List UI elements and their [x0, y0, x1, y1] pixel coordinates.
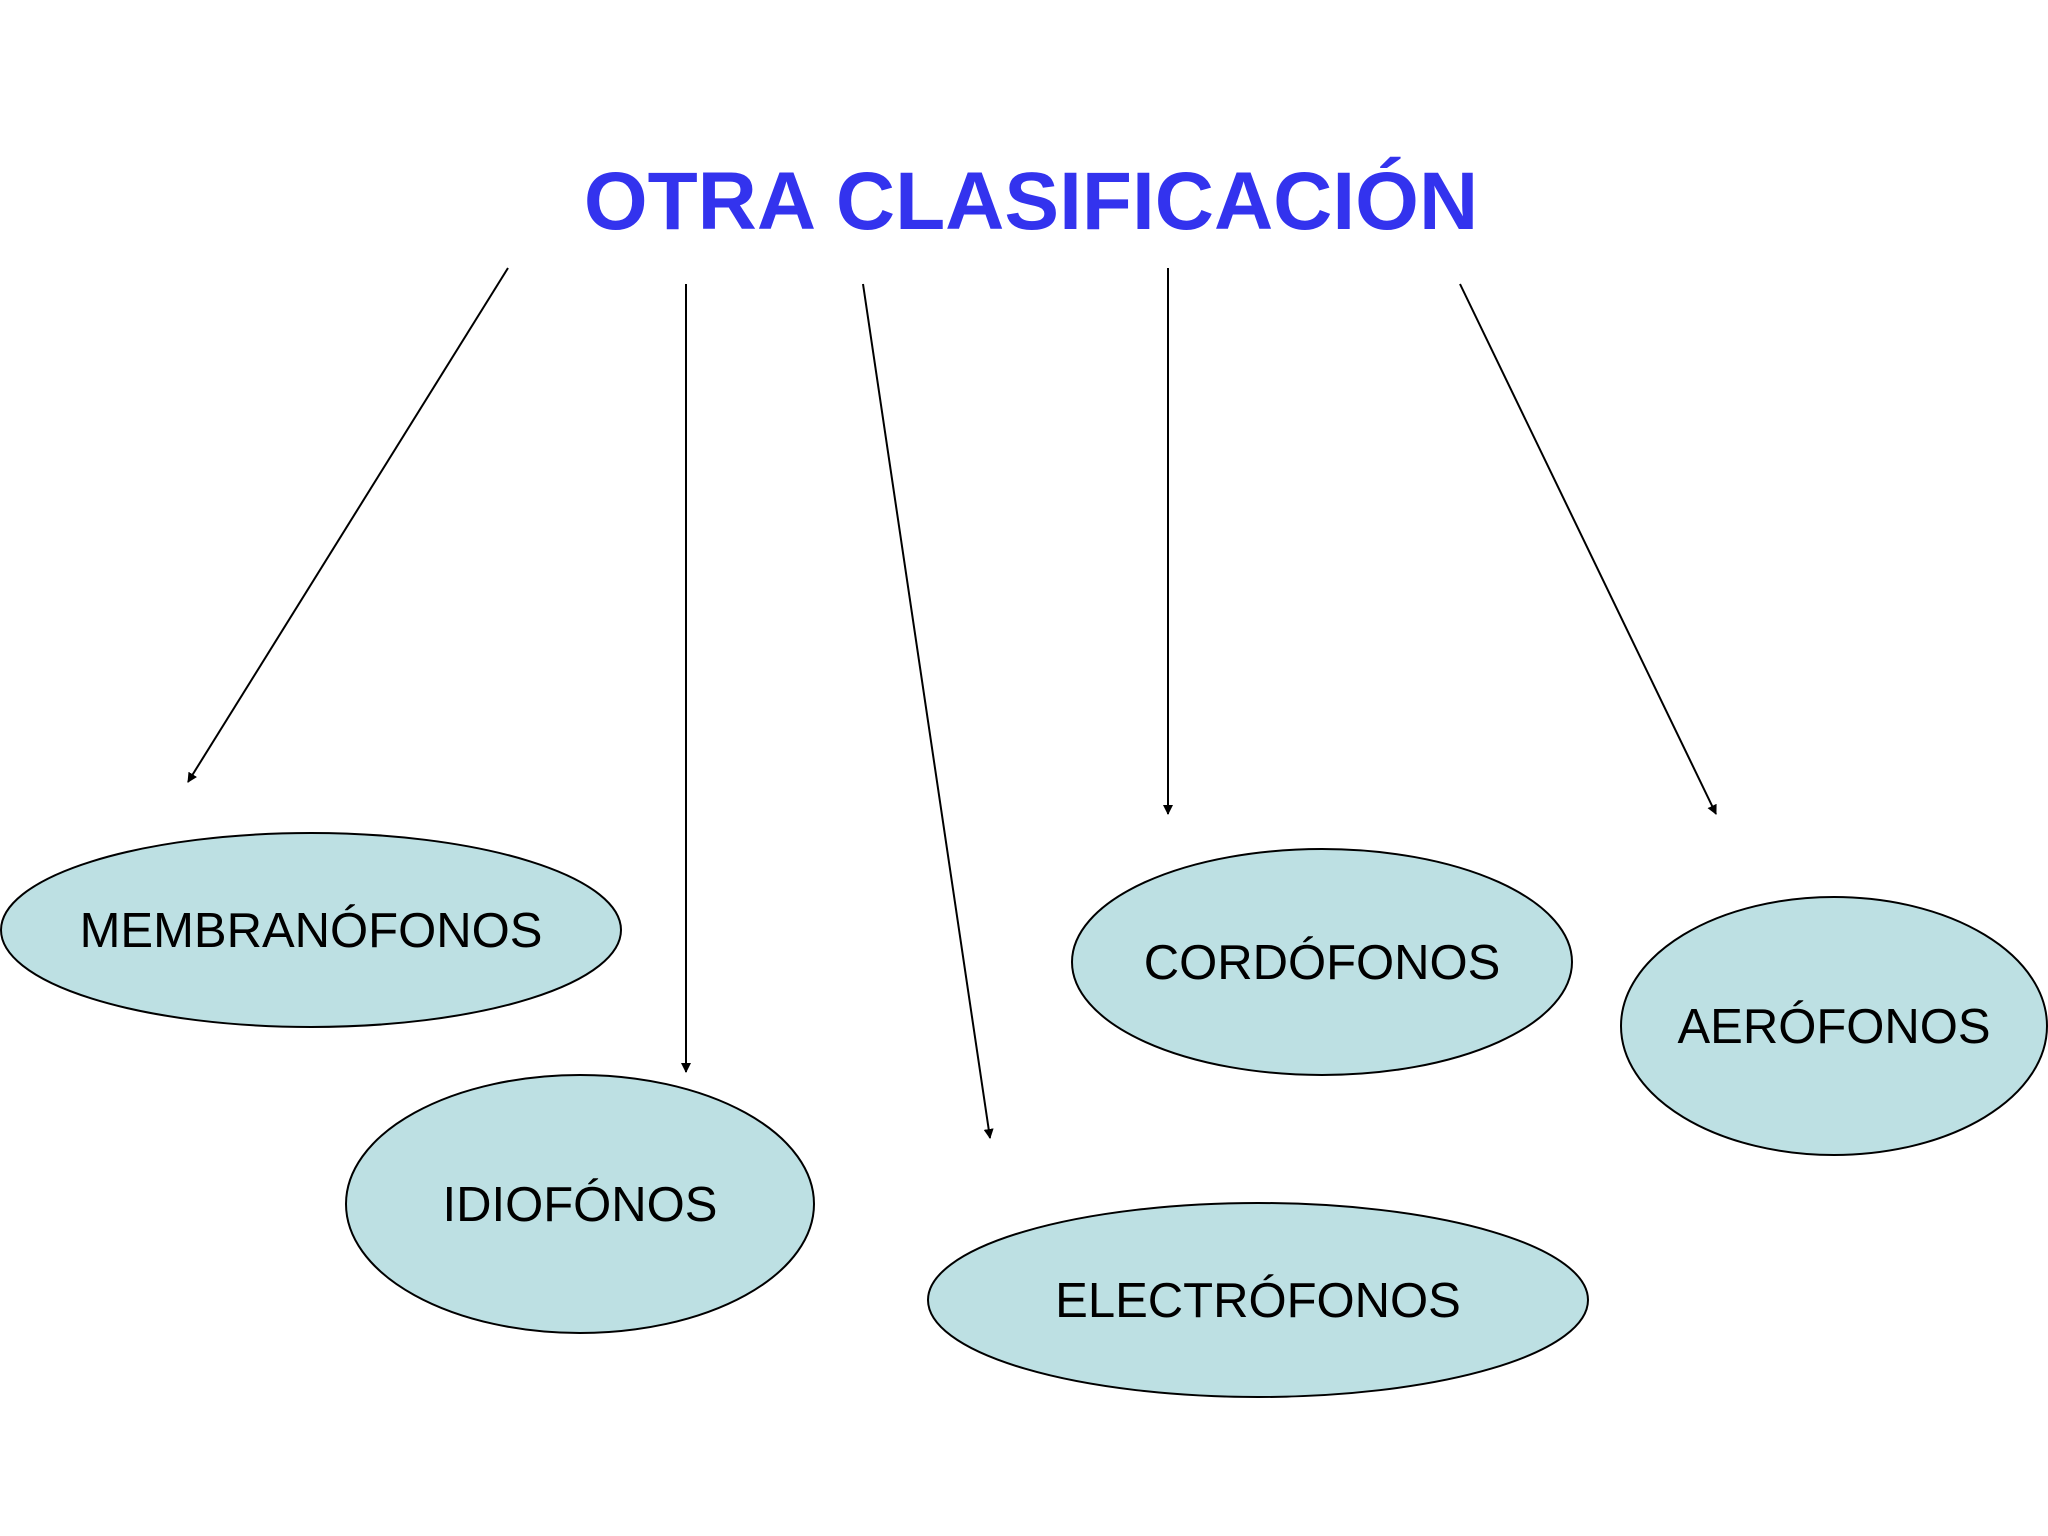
node-label-electrofonos: ELECTRÓFONOS: [1055, 1274, 1461, 1328]
node-ellipse-membranofonos: [0, 832, 622, 1028]
node-label-membranofonos: MEMBRANÓFONOS: [80, 904, 543, 958]
node-cordofonos: CORDÓFONOS: [1071, 848, 1573, 1076]
node-label-aerofonos: AERÓFONOS: [1677, 1000, 1990, 1054]
arrow-to-electrofonos: [862, 283, 994, 1139]
node-ellipse-aerofonos: [1620, 896, 2048, 1156]
node-aerofonos: AERÓFONOS: [1620, 896, 2048, 1156]
diagram-title: OTRA CLASIFICACIÓN: [584, 156, 1478, 247]
node-label-idiofonos: IDIOFÓNOS: [443, 1178, 718, 1232]
node-ellipse-idiofonos: [345, 1074, 815, 1334]
arrow-to-aerofonos: [1459, 283, 1717, 815]
nodes-group: MEMBRANÓFONOS IDIOFÓNOS ELECTRÓFONOS CORDÓF…: [0, 832, 2048, 1398]
arrow-to-membranofonos: [187, 267, 509, 783]
node-membranofonos: MEMBRANÓFONOS: [0, 832, 622, 1028]
node-ellipse-electrofonos: [927, 1202, 1589, 1398]
node-electrofonos: ELECTRÓFONOS: [927, 1202, 1589, 1398]
node-idiofonos: IDIOFÓNOS: [345, 1074, 815, 1334]
node-label-cordofonos: CORDÓFONOS: [1144, 936, 1501, 990]
arrows-group: [187, 267, 1717, 1139]
node-ellipse-cordofonos: [1071, 848, 1573, 1076]
